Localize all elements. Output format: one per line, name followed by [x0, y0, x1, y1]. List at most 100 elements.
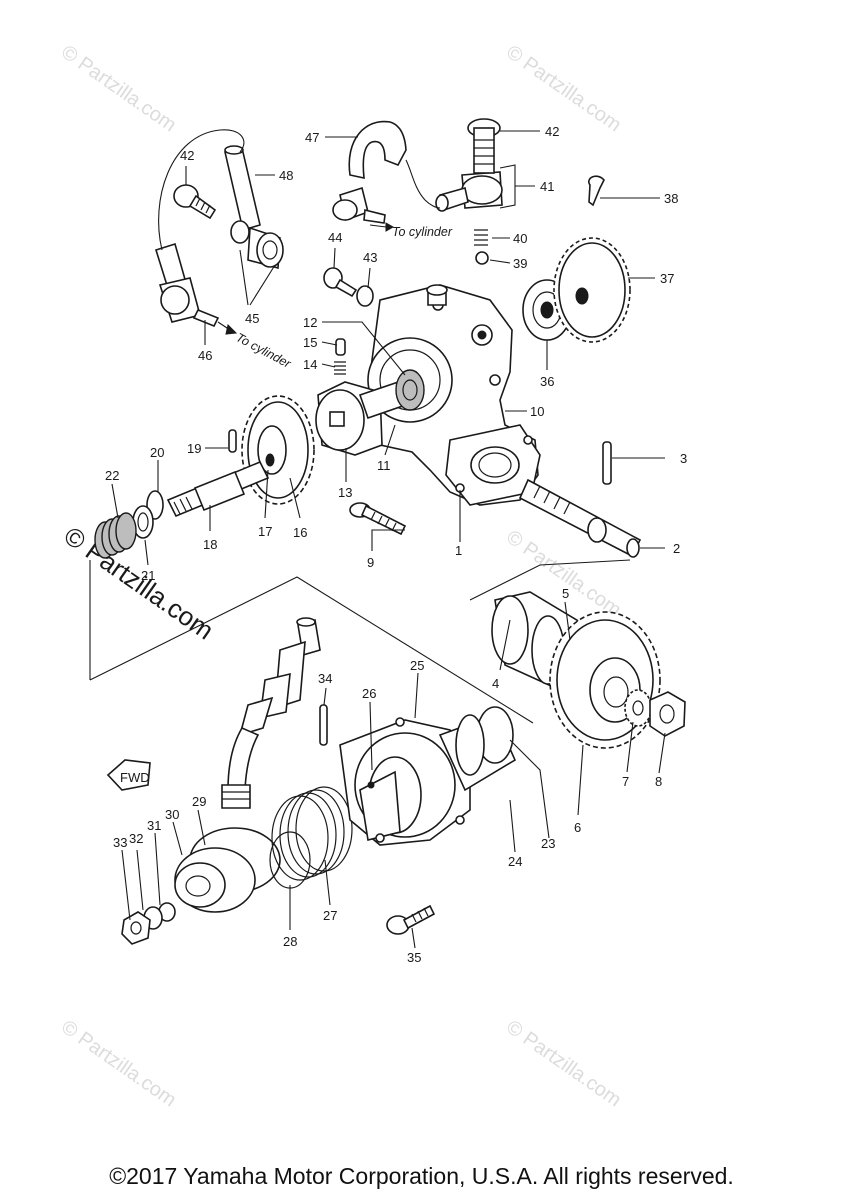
fwd-label: FWD: [120, 770, 150, 785]
spring-40: [474, 229, 488, 246]
callout-44: 44: [328, 230, 342, 245]
callout-45: 45: [245, 311, 259, 326]
callout-16: 16: [293, 525, 307, 540]
callout-38: 38: [664, 191, 678, 206]
callout-39: 39: [513, 256, 527, 271]
washer-43: [356, 285, 374, 307]
callout-11: 11: [377, 458, 391, 473]
callout-41: 41: [540, 179, 554, 194]
shaft-2: [518, 478, 642, 558]
shaft-18: [166, 460, 270, 518]
group-outline-right: [469, 559, 631, 601]
callout-20: 20: [150, 445, 164, 460]
callout-34: 34: [318, 671, 332, 686]
callout-4: 4: [492, 676, 499, 691]
callout-18: 18: [203, 537, 217, 552]
pin-15: [335, 338, 346, 356]
drive-shaft: [315, 369, 425, 456]
callout-13: 13: [338, 485, 352, 500]
watermark: © Partzilla.com: [57, 41, 180, 136]
fitting-46: [154, 242, 220, 328]
callout-14: 14: [303, 357, 317, 372]
callout-5: 5: [562, 586, 569, 601]
arrow-to-cylinder-left: [217, 321, 238, 335]
callout-21: 21: [141, 568, 155, 583]
watermark-bold: © Partzilla.com: [59, 520, 220, 645]
watermark: © Partzilla.com: [502, 1016, 625, 1111]
callout-46: 46: [198, 348, 212, 363]
housing-25: [339, 717, 471, 846]
pin-19: [228, 429, 237, 453]
callouts: 1 2 3 4 5 6 7 8 9 10 11 12 13 14 15 16 1…: [105, 124, 687, 965]
fwd-arrow: FWD: [106, 759, 151, 791]
housing-30: [174, 827, 281, 913]
callout-27: 27: [323, 908, 337, 923]
check-ball-39: [475, 251, 489, 265]
callout-7: 7: [622, 774, 629, 789]
bolt-42-right: [467, 118, 501, 174]
callout-37: 37: [660, 271, 674, 286]
callout-17: 17: [258, 524, 272, 539]
callout-3: 3: [680, 451, 687, 466]
callout-40: 40: [513, 231, 527, 246]
callout-1: 1: [455, 543, 462, 558]
callout-26: 26: [362, 686, 376, 701]
group-outline: [89, 576, 534, 724]
arrow-to-cylinder-upper: [369, 222, 395, 232]
callout-10: 10: [530, 404, 544, 419]
callout-24: 24: [508, 854, 522, 869]
callout-30: 30: [165, 807, 179, 822]
cable-29: [221, 617, 321, 809]
callout-2: 2: [673, 541, 680, 556]
spring-14: [334, 361, 346, 375]
callout-43: 43: [363, 250, 377, 265]
hose-47: [332, 120, 441, 224]
callout-42-left: 42: [180, 148, 194, 163]
bolt-9: [349, 502, 407, 536]
callout-36: 36: [540, 374, 554, 389]
callout-28: 28: [283, 934, 297, 949]
spring-22: [94, 512, 137, 559]
callout-31: 31: [147, 818, 161, 833]
callout-25: 25: [410, 658, 424, 673]
cotter-pin-38: [588, 175, 605, 207]
callout-48: 48: [279, 168, 293, 183]
pin-3: [602, 441, 612, 485]
copyright-text: ©2017 Yamaha Motor Corporation, U.S.A. A…: [109, 1163, 734, 1189]
bolt-44: [323, 267, 358, 298]
gear-37: [553, 237, 631, 343]
callout-15: 15: [303, 335, 317, 350]
callout-22: 22: [105, 468, 119, 483]
callout-19: 19: [187, 441, 201, 456]
bolt-42-left: [173, 184, 217, 220]
callout-35: 35: [407, 950, 421, 965]
shaft-23: [438, 706, 517, 792]
callout-6: 6: [574, 820, 581, 835]
callout-8: 8: [655, 774, 662, 789]
watermark: © Partzilla.com: [57, 1016, 180, 1111]
pin-34: [319, 704, 328, 746]
callout-12: 12: [303, 315, 317, 330]
callout-33: 33: [113, 835, 127, 850]
nut-33: [121, 911, 151, 945]
nut-8: [649, 691, 686, 737]
bolt-35: [386, 904, 436, 935]
callout-9: 9: [367, 555, 374, 570]
banjo-45: [230, 220, 284, 270]
to-cylinder-left: To cylinder: [234, 330, 294, 371]
to-cylinder-upper: To cylinder: [392, 225, 453, 239]
leader-lines: [111, 130, 666, 949]
hose-48: [224, 145, 261, 232]
callout-47: 47: [305, 130, 319, 145]
hose-link-line: [158, 129, 245, 251]
callout-23: 23: [541, 836, 555, 851]
callout-42-right: 42: [545, 124, 559, 139]
gear-6: [549, 611, 661, 749]
banjo-41: [435, 171, 503, 212]
watermark: © Partzilla.com: [502, 41, 625, 136]
gear-16: [241, 395, 315, 505]
gear-7: [624, 689, 652, 727]
callout-29: 29: [192, 794, 206, 809]
callout-32: 32: [129, 831, 143, 846]
